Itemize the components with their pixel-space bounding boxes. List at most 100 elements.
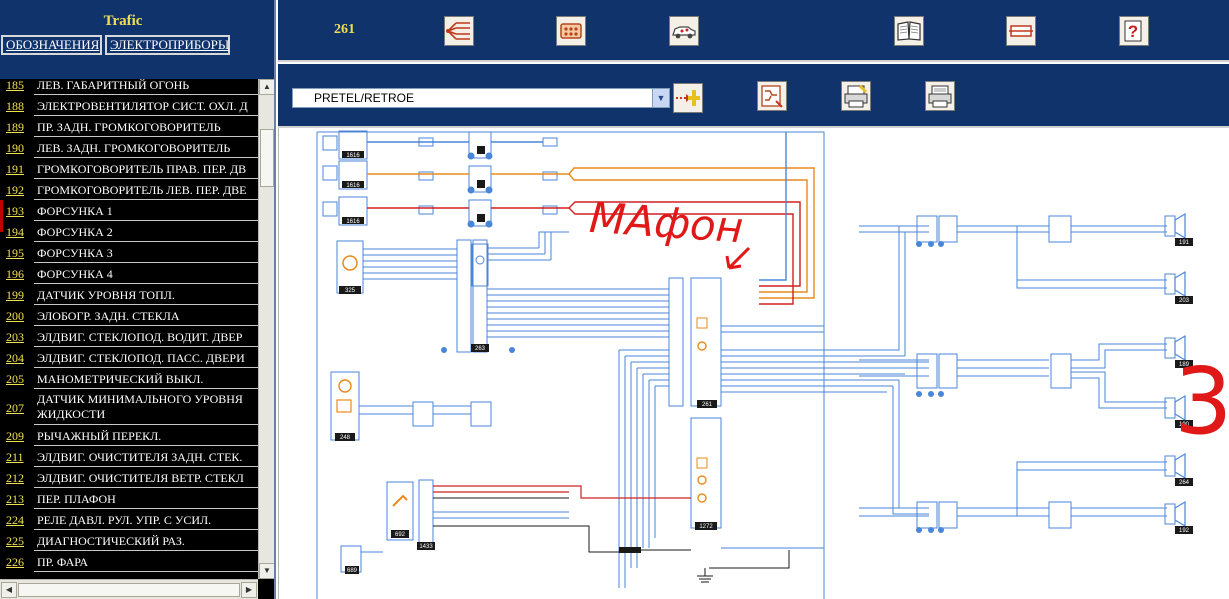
printer-icon[interactable]: [925, 81, 955, 111]
component-number[interactable]: 188: [6, 99, 24, 113]
component-name: ЭЛДВИГ. СТЕКЛОПОД. ВОДИТ. ДВЕР: [37, 330, 243, 344]
component-number[interactable]: 213: [6, 492, 24, 506]
component-number[interactable]: 225: [6, 534, 24, 548]
component-number[interactable]: 224: [6, 513, 24, 527]
annotation-mafon: МАфон: [588, 193, 745, 253]
component-number[interactable]: 191: [6, 162, 24, 176]
component-number[interactable]: 189: [6, 120, 24, 134]
component-number[interactable]: 190: [6, 141, 24, 155]
component-row[interactable]: 191 ГРОМКОГОВОРИТЕЛЬ ПРАВ. ПЕР. ДВ: [0, 158, 258, 179]
main-toolbar: 261 ?: [278, 0, 1229, 62]
module-248: 248: [330, 371, 492, 441]
tab-legend[interactable]: ОБОЗНАЧЕНИЯ: [1, 35, 102, 55]
row-divider: [34, 466, 258, 467]
wiring-diagram-svg: 1616 1616 1616 325: [316, 130, 1229, 599]
component-number[interactable]: 185: [6, 79, 24, 92]
scroll-up-icon[interactable]: ▲: [259, 79, 274, 95]
component-name: ДАТЧИК УРОВНЯ ТОПЛ.: [37, 288, 175, 302]
print-list-icon[interactable]: [841, 81, 871, 111]
component-row[interactable]: 192 ГРОМКОГОВОРИТЕЛЬ ЛЕВ. ПЕР. ДВЕ: [0, 179, 258, 200]
wires-left-of-261: [618, 349, 669, 588]
speaker-190-label: 190: [1179, 422, 1190, 428]
fuse-icon[interactable]: [1006, 16, 1036, 46]
connector-261: 261: [668, 277, 722, 408]
scroll-thumb[interactable]: [260, 129, 274, 187]
left-header: Trafic ОБОЗНАЧЕНИЯ ЭЛЕКТРОПРИБОРЫ: [0, 0, 276, 79]
scroll-right-icon[interactable]: ▶: [241, 582, 257, 598]
component-row[interactable]: 203 ЭЛДВИГ. СТЕКЛОПОД. ВОДИТ. ДВЕР: [0, 326, 258, 347]
component-row[interactable]: 199 ДАТЧИК УРОВНЯ ТОПЛ.: [0, 284, 258, 305]
component-row[interactable]: 211 ЭЛДВИГ. ОЧИСТИТЕЛЯ ЗАДН. СТЕК.: [0, 446, 258, 467]
component-name: ЭЛДВИГ. ОЧИСТИТЕЛЯ ЗАДН. СТЕК.: [37, 450, 243, 464]
vertical-scrollbar[interactable]: ▲ ▼: [258, 79, 274, 579]
component-number[interactable]: 209: [6, 429, 24, 443]
scroll-down-icon[interactable]: ▼: [259, 563, 274, 579]
component-number[interactable]: 212: [6, 471, 24, 485]
help-icon[interactable]: ?: [1119, 16, 1149, 46]
component-number[interactable]: 193: [6, 204, 24, 218]
row-divider: [34, 115, 258, 116]
component-name: РЕЛЕ ДАВЛ. РУЛ. УПР. С УСИЛ.: [37, 513, 212, 527]
go-arrow-icon[interactable]: [673, 83, 703, 113]
row-divider: [34, 94, 258, 95]
component-number[interactable]: 211: [6, 450, 24, 464]
component-name: ГРОМКОГОВОРИТЕЛЬ ЛЕВ. ПЕР. ДВЕ: [37, 183, 247, 197]
component-number[interactable]: 200: [6, 309, 24, 323]
component-number[interactable]: 194: [6, 225, 24, 239]
component-name: ПЕР. ПЛАФОН: [37, 492, 116, 506]
module-325: 325: [336, 240, 364, 294]
component-number[interactable]: 226: [6, 555, 24, 569]
component-row[interactable]: 224 РЕЛЕ ДАВЛ. РУЛ. УПР. С УСИЛ.: [0, 509, 258, 530]
component-number[interactable]: 204: [6, 351, 24, 365]
connector-263: 263: [441, 239, 515, 353]
scroll-left-icon[interactable]: ◀: [1, 582, 17, 598]
component-number[interactable]: 205: [6, 372, 24, 386]
car-location-icon[interactable]: [669, 16, 699, 46]
wiring-icon[interactable]: [444, 16, 474, 46]
component-name: ПР. ЗАДН. ГРОМКОГОВОРИТЕЛЬ: [37, 120, 221, 134]
row-divider: [34, 424, 258, 425]
component-number[interactable]: 203: [6, 330, 24, 344]
speaker-network: [859, 215, 1176, 529]
component-number[interactable]: 196: [6, 267, 24, 281]
row-divider: [34, 304, 258, 305]
row-divider: [34, 220, 258, 221]
horizontal-scrollbar[interactable]: ◀ ▶: [0, 579, 258, 599]
chevron-down-icon[interactable]: ▼: [652, 89, 669, 107]
component-number[interactable]: 195: [6, 246, 24, 260]
component-number[interactable]: 199: [6, 288, 24, 302]
fuse-label-2: 1616: [346, 183, 360, 189]
component-number[interactable]: 207: [6, 401, 24, 415]
schematic-icon[interactable]: [757, 81, 787, 111]
wires-325-263: [363, 231, 669, 338]
h-scroll-thumb[interactable]: [18, 583, 240, 597]
tab-devices[interactable]: ЭЛЕКТРОПРИБОРЫ: [105, 35, 230, 55]
book-icon[interactable]: [894, 16, 924, 46]
speaker-189-label: 189: [1179, 362, 1190, 368]
component-number[interactable]: 192: [6, 183, 24, 197]
component-name: ГРОМКОГОВОРИТЕЛЬ ПРАВ. ПЕР. ДВ: [37, 162, 247, 176]
wiring-diagram[interactable]: 1616 1616 1616 325: [278, 128, 1229, 599]
row-divider: [34, 325, 258, 326]
configuration-select[interactable]: PRETEL/RETROE ▼: [292, 88, 670, 108]
component-row[interactable]: 189 ПР. ЗАДН. ГРОМКОГОВОРИТЕЛЬ: [0, 116, 258, 137]
page-number: 261: [334, 22, 355, 37]
component-row[interactable]: 213 ПЕР. ПЛАФОН: [0, 488, 258, 509]
connector-icon[interactable]: [556, 16, 586, 46]
